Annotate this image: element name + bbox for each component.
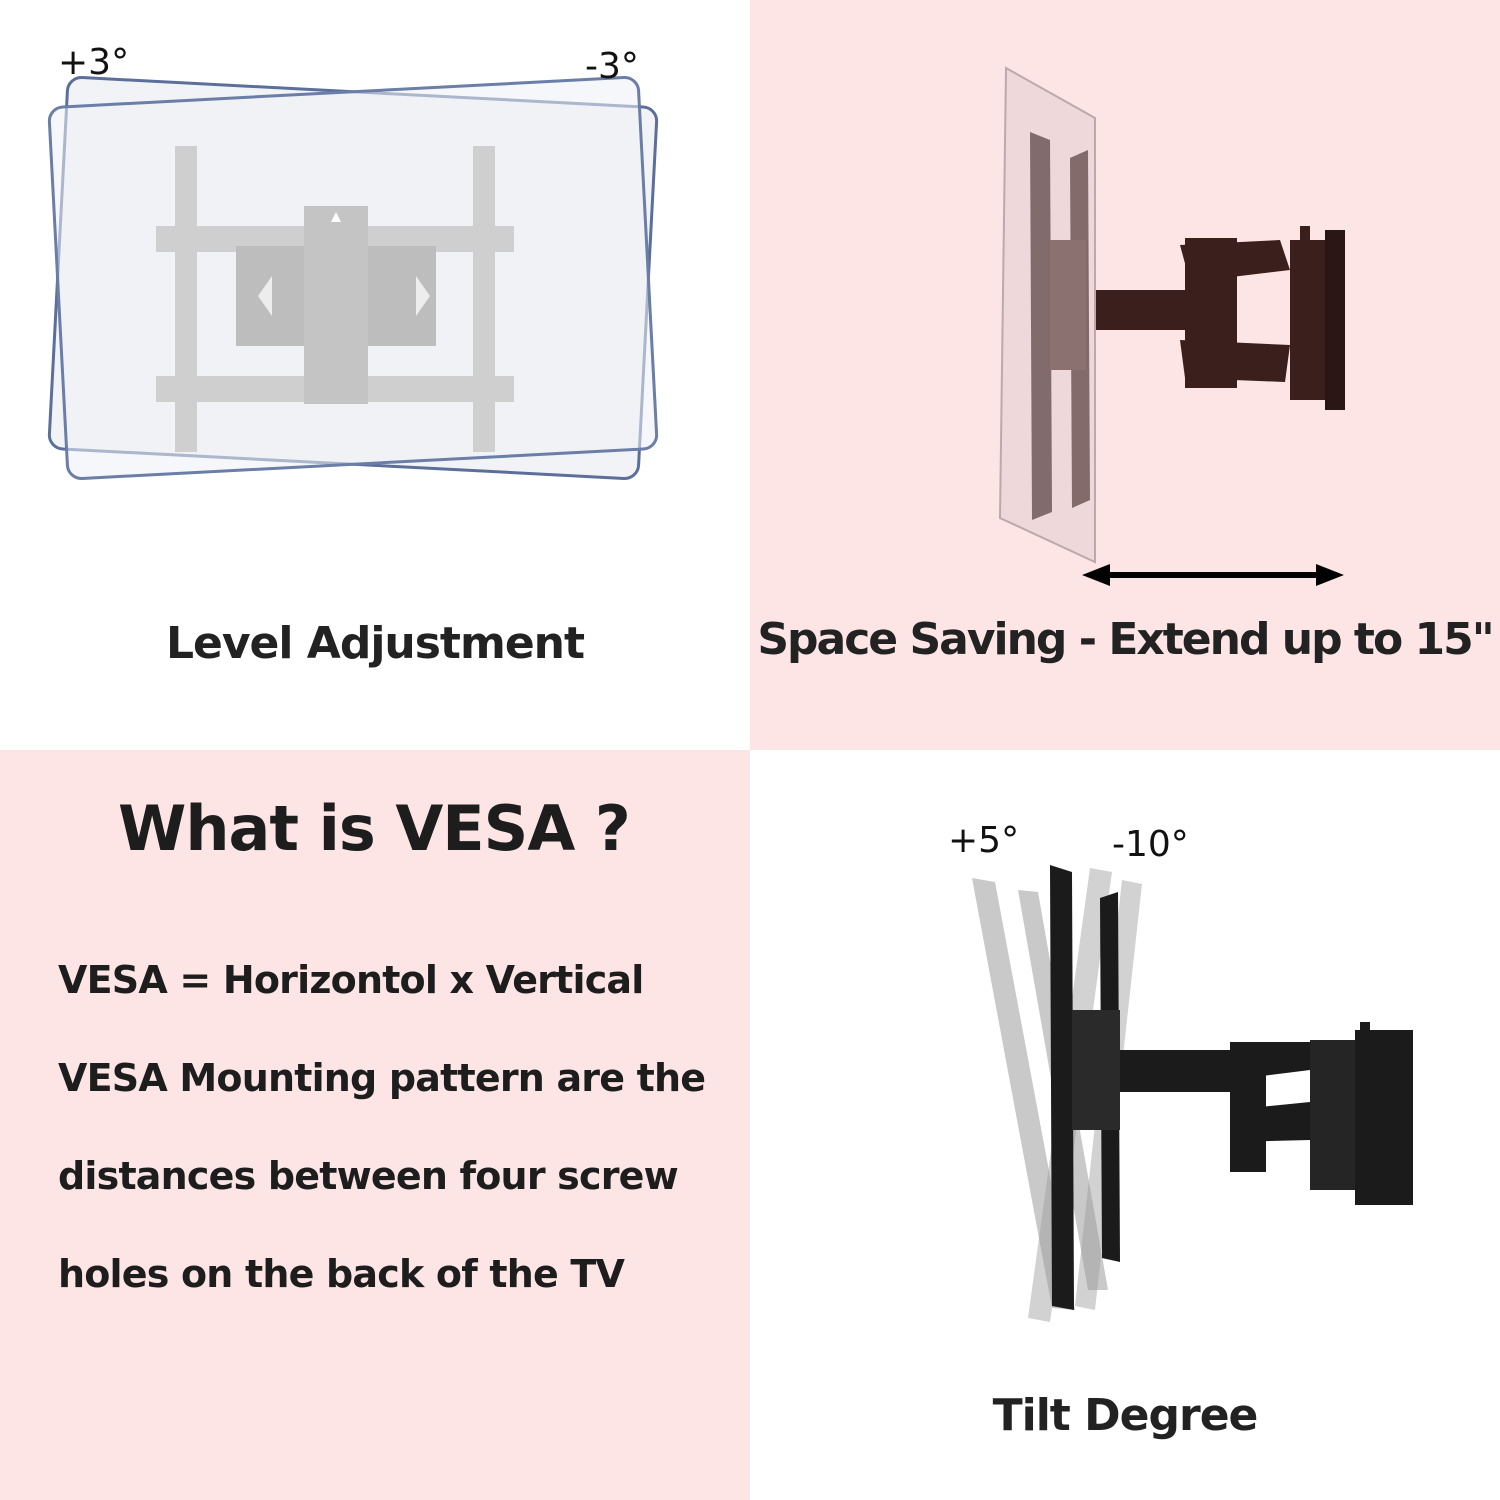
vesa-line-4: holes on the back of the TV bbox=[58, 1252, 625, 1296]
space-saving-caption: Space Saving - Extend up to 15" bbox=[757, 614, 1494, 665]
extension-arm bbox=[1095, 226, 1345, 410]
tilt-up-angle: +5° bbox=[948, 820, 1020, 861]
right-tilt-angle: -3° bbox=[585, 46, 639, 87]
tilt-arm bbox=[1120, 1022, 1413, 1205]
space-saving-panel: Space Saving - Extend up to 15" bbox=[750, 0, 1500, 750]
tilt-main-plate bbox=[1050, 865, 1120, 1310]
extension-arrow bbox=[1082, 564, 1344, 586]
tilt-degree-caption: Tilt Degree bbox=[992, 1390, 1259, 1441]
vesa-line-3: distances between four screw bbox=[58, 1154, 679, 1198]
space-saving-illustration bbox=[998, 66, 1345, 586]
tilt-degree-illustration bbox=[972, 865, 1413, 1322]
left-tilt-angle: +3° bbox=[58, 42, 130, 83]
vesa-title: What is VESA ? bbox=[118, 792, 631, 865]
tilt-degree-panel: +5° -10° Tilt Degree bbox=[750, 750, 1500, 1500]
tv-plate bbox=[1030, 132, 1090, 520]
level-adjustment-illustration bbox=[47, 76, 659, 480]
vesa-info-panel: What is VESA ? VESA = Horizontol x Verti… bbox=[0, 750, 750, 1500]
vesa-line-1: VESA = Horizontol x Vertical bbox=[58, 958, 644, 1002]
tilt-down-angle: -10° bbox=[1112, 824, 1189, 865]
tv-screen bbox=[998, 66, 1096, 564]
level-adjustment-caption: Level Adjustment bbox=[165, 618, 585, 669]
wall-mount-gray bbox=[156, 146, 514, 452]
level-adjustment-panel: +3° -3° Level Adjustment bbox=[0, 0, 750, 750]
vesa-line-2: VESA Mounting pattern are the bbox=[58, 1056, 706, 1100]
